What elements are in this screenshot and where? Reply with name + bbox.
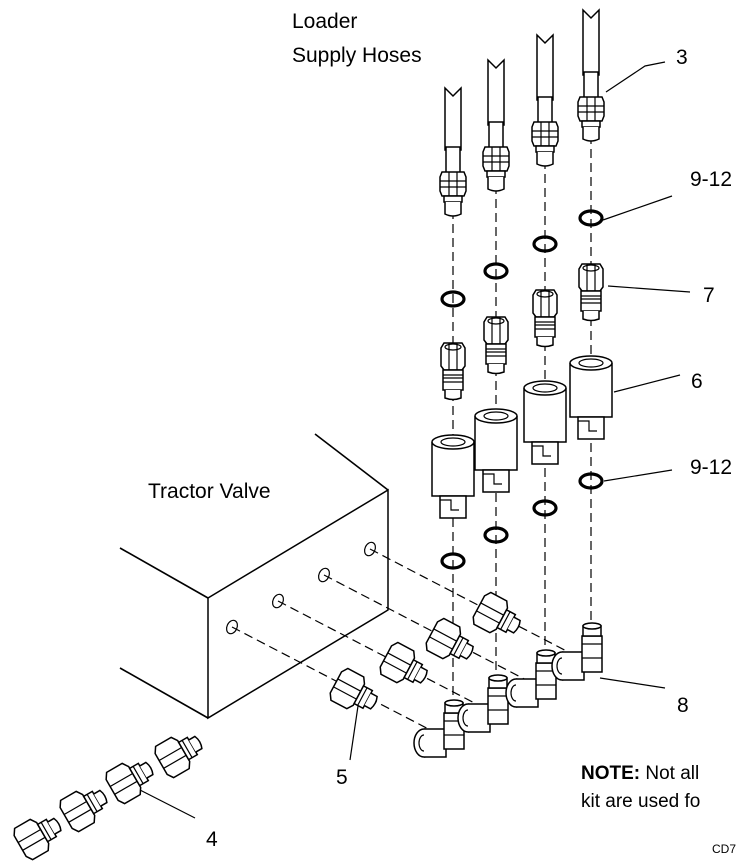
callout-6: 6 bbox=[691, 370, 703, 393]
callout-8: 8 bbox=[677, 694, 689, 717]
label-loader: Loader bbox=[292, 10, 357, 33]
callout-5: 5 bbox=[336, 766, 348, 789]
callout-9-12-top: 9-12 bbox=[690, 168, 732, 191]
label-supply-hoses: Supply Hoses bbox=[292, 44, 422, 67]
note-line-2: kit are used fo bbox=[581, 791, 700, 812]
note-line-1-text: Not all bbox=[640, 763, 699, 784]
loader-supply-hoses bbox=[439, 8, 605, 217]
leader-lines bbox=[139, 61, 691, 819]
drawing-code: CD7 bbox=[712, 842, 736, 856]
callout-3: 3 bbox=[676, 46, 688, 69]
callout-9-12-mid: 9-12 bbox=[690, 456, 732, 479]
loose-fittings bbox=[10, 725, 210, 863]
o-rings bbox=[440, 209, 604, 570]
label-tractor-valve: Tractor Valve bbox=[148, 480, 271, 503]
callout-4: 4 bbox=[206, 828, 218, 851]
callout-7: 7 bbox=[703, 284, 715, 307]
note-prefix: NOTE: bbox=[581, 763, 640, 784]
tractor-valve-block bbox=[119, 433, 389, 720]
note-line-1: NOTE: Not all bbox=[581, 763, 699, 784]
